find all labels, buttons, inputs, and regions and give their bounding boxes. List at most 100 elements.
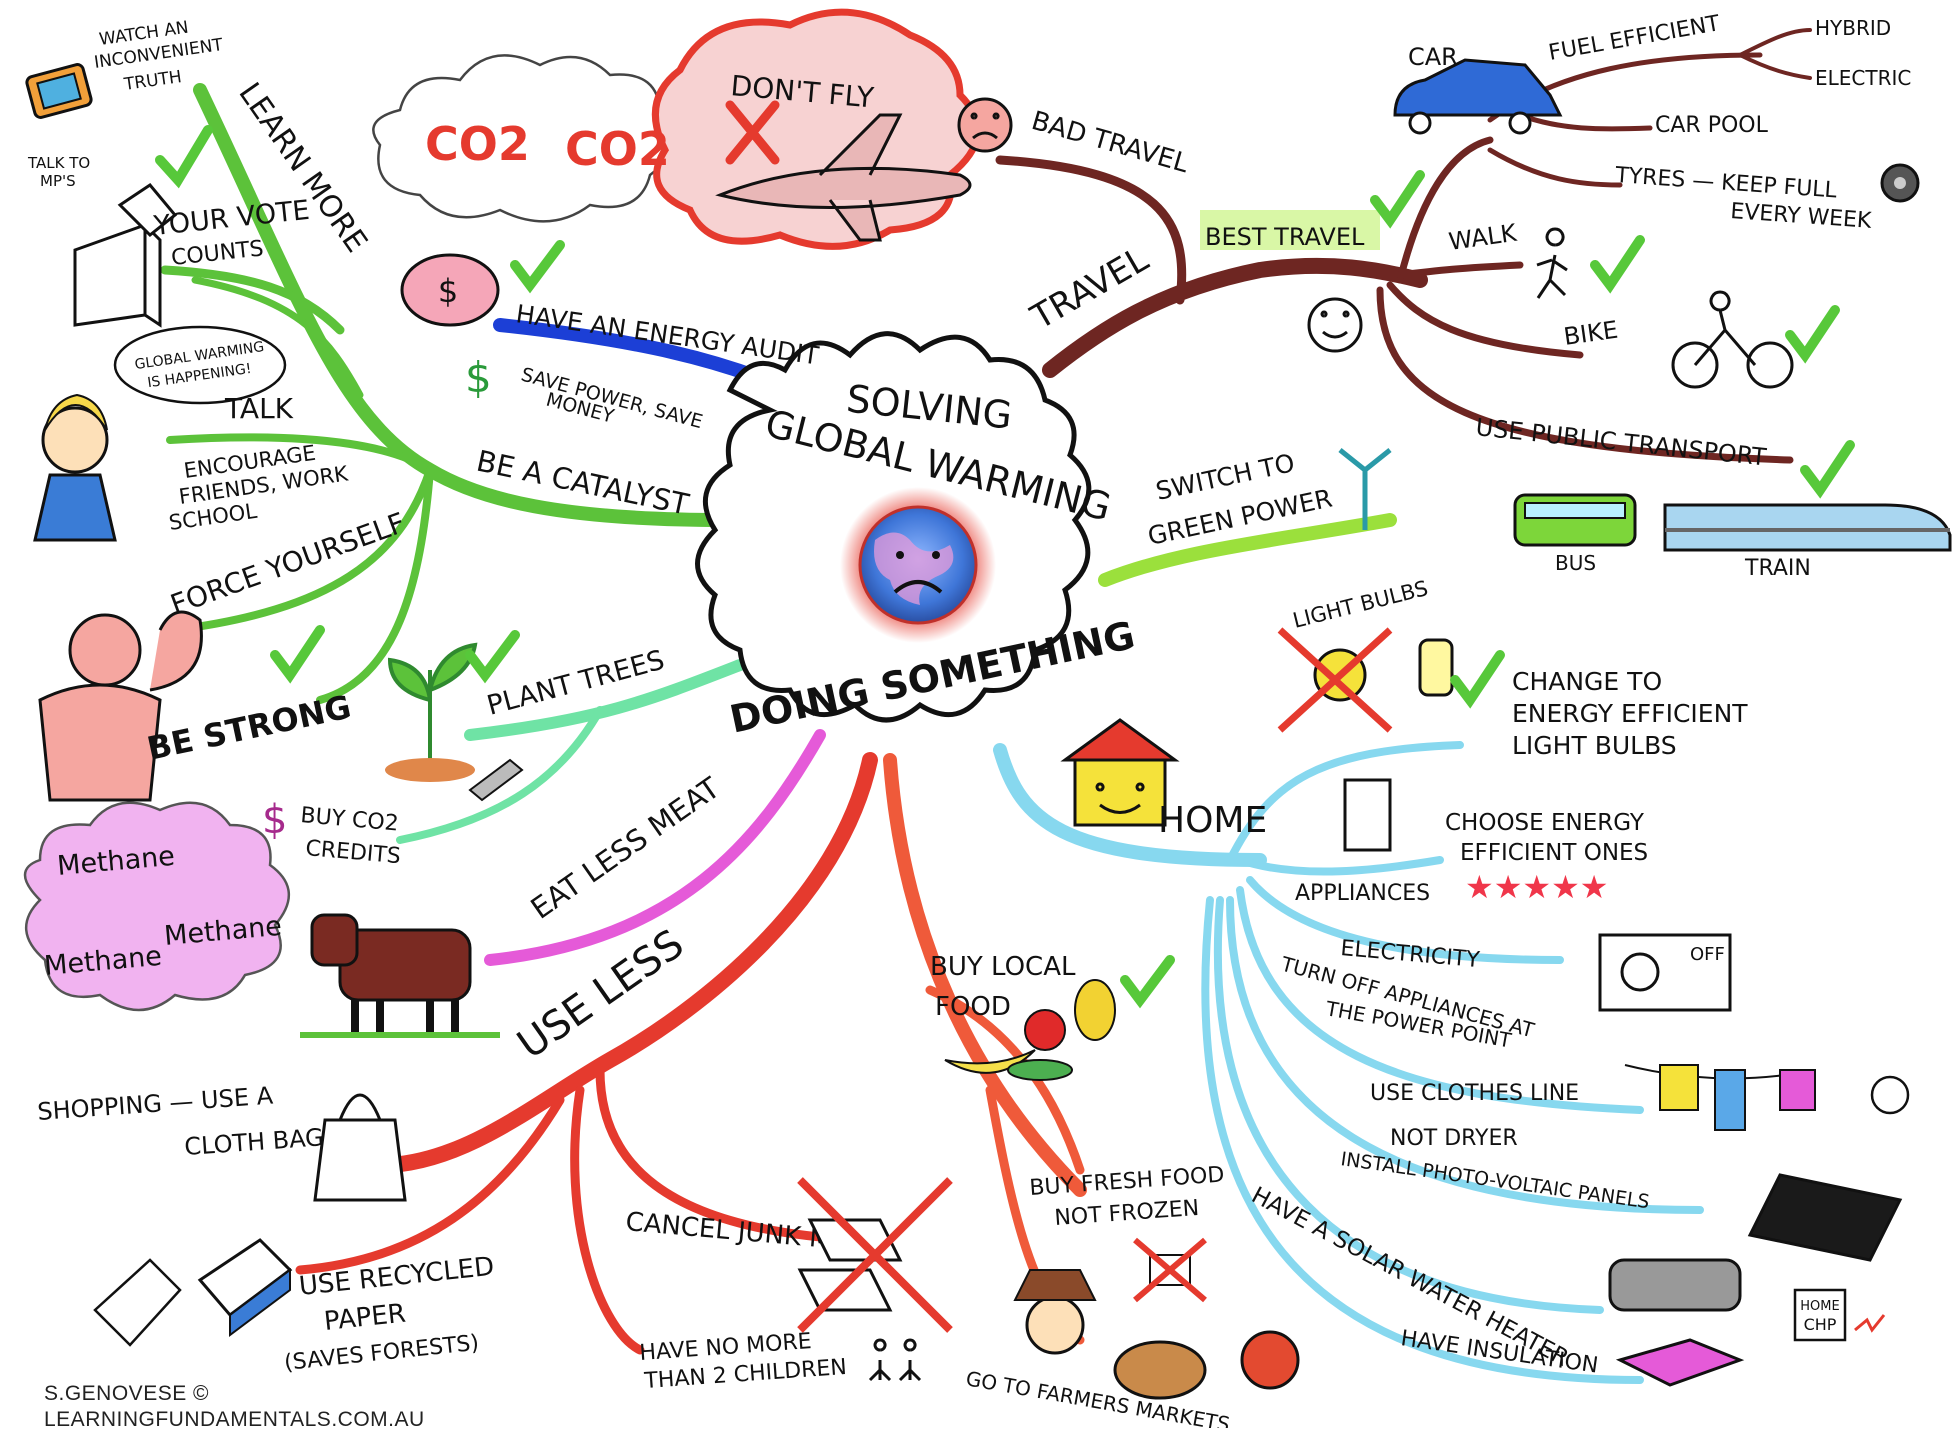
checkmark-icon-best bbox=[1370, 170, 1425, 229]
be-strong-label: BE STRONG bbox=[144, 688, 355, 768]
car-wheel-front bbox=[1408, 111, 1432, 135]
car-pool-label: CAR POOL bbox=[1655, 113, 1769, 138]
earth-eye-left bbox=[896, 551, 904, 559]
bicycle-icon bbox=[1693, 290, 1757, 366]
power-off-label: OFF bbox=[1690, 944, 1725, 965]
shopping-line2: CLOTH BAG bbox=[183, 1123, 324, 1161]
catalyst-talk-branch bbox=[166, 433, 434, 474]
earth-land-shape bbox=[874, 532, 954, 605]
ballot-paper bbox=[117, 183, 178, 238]
recycled-line2: PAPER bbox=[323, 1299, 408, 1337]
travel-tyres-branch bbox=[1487, 147, 1623, 188]
chp-line1: HOME bbox=[1800, 1299, 1839, 1314]
shirt-yellow bbox=[1659, 1064, 1699, 1111]
piggy-dollar: $ bbox=[438, 272, 458, 310]
co2-credits-branch bbox=[396, 706, 604, 844]
electricity-label: ELECTRICITY bbox=[1339, 936, 1481, 973]
travel-hybrid-branch bbox=[1738, 28, 1812, 57]
use-less-paper-branch bbox=[295, 1095, 565, 1275]
person-head-icon bbox=[41, 406, 109, 474]
grass-highlight bbox=[1200, 210, 1380, 250]
plant-trees-section: PLANT TREES $ BUY CO2 CREDITS bbox=[262, 630, 668, 869]
banana-icon bbox=[944, 1049, 1036, 1074]
checkmark-icon-strong bbox=[270, 625, 325, 684]
best-travel-label: BEST TRAVEL bbox=[1205, 223, 1365, 251]
recycled-paper-edge bbox=[229, 1268, 291, 1337]
travel-carpool-branch bbox=[1517, 112, 1653, 132]
home-trunk bbox=[993, 743, 1267, 867]
home-section: HOME LIGHT BULBS CHANGE TO ENERGY EFFICI… bbox=[1060, 576, 1910, 1387]
sad-face-icon bbox=[957, 97, 1013, 153]
insulation-icon bbox=[1615, 1338, 1745, 1387]
smiley-face-icon bbox=[1307, 297, 1363, 353]
watch-truth-line3: TRUTH bbox=[122, 67, 183, 95]
efficient-bulb-icon bbox=[1418, 638, 1454, 697]
use-less-children-branch bbox=[570, 1085, 645, 1355]
clothes-line1: USE CLOTHES LINE bbox=[1370, 1081, 1579, 1106]
your-vote-line1: YOUR VOTE bbox=[151, 195, 311, 242]
use-less-trunk bbox=[382, 752, 878, 1173]
talk-label: TALK bbox=[224, 392, 294, 425]
co2-label-1: CO2 bbox=[425, 117, 530, 171]
bike-wheel-back bbox=[1746, 341, 1794, 389]
dont-fly-cloud bbox=[651, 8, 982, 250]
walking-figure-icon bbox=[1536, 227, 1568, 299]
solar-panel-icon bbox=[1747, 1173, 1903, 1262]
checkmark-icon-bike bbox=[1785, 305, 1840, 364]
cow-head bbox=[310, 913, 359, 967]
energy-rating-stars: ★★★★★ bbox=[1465, 868, 1608, 906]
cow-legs bbox=[351, 1000, 459, 1035]
travel-label: TRAVEL bbox=[1024, 239, 1156, 338]
food-trunk bbox=[883, 753, 1087, 1197]
strong-man-arm bbox=[149, 610, 203, 692]
eat-less-meat-label: EAT LESS MEAT bbox=[525, 770, 727, 925]
shopping-line1: SHOPPING — USE A bbox=[36, 1082, 274, 1126]
tomato-icon bbox=[1240, 1330, 1300, 1390]
home-clothes-branch bbox=[1236, 886, 1644, 1114]
checkmark-icon-walk bbox=[1590, 235, 1645, 294]
catalyst-strong-branch bbox=[316, 466, 434, 704]
home-bulbs-branch bbox=[1226, 741, 1464, 864]
car-icon bbox=[1393, 58, 1563, 117]
house-smile bbox=[1095, 782, 1145, 814]
seedling-icon bbox=[387, 642, 478, 760]
tyres-line1: TYRES — KEEP FULL bbox=[1614, 163, 1839, 204]
credits-dollar-icon: $ bbox=[262, 797, 287, 843]
shirt-pink bbox=[1779, 1069, 1816, 1111]
talk-mps-line1: TALK TO bbox=[27, 154, 90, 172]
pants-blue bbox=[1714, 1069, 1746, 1131]
soil-mound bbox=[385, 758, 475, 782]
frozen-cross-icon bbox=[1133, 1237, 1207, 1303]
methane-cloud bbox=[23, 801, 291, 1012]
catalyst-force-branch bbox=[171, 466, 434, 634]
ballot-box-icon bbox=[73, 222, 162, 328]
buy-co2-line2: CREDITS bbox=[304, 836, 401, 869]
checkmark-icon-public bbox=[1800, 440, 1855, 499]
home-pv-branch bbox=[1226, 896, 1704, 1214]
travel-car-branch bbox=[1396, 136, 1494, 284]
person-body bbox=[33, 473, 117, 542]
farmer-hat bbox=[1013, 1269, 1097, 1301]
home-label: HOME bbox=[1158, 800, 1267, 841]
paper-sheet-icon bbox=[93, 1258, 182, 1347]
smog-cloud bbox=[372, 54, 675, 223]
fresh-line2: NOT FROZEN bbox=[1054, 1196, 1200, 1231]
junk-mail-cross-icon bbox=[797, 1177, 953, 1333]
trowel-icon bbox=[468, 758, 524, 802]
tyre-hub bbox=[1894, 177, 1906, 189]
recycled-line3: (SAVES FORESTS) bbox=[283, 1331, 480, 1376]
clothes-line2: NOT DRYER bbox=[1390, 1126, 1518, 1151]
audit-dollar-icon: $ bbox=[465, 353, 492, 402]
plant-trees-branch bbox=[464, 659, 746, 741]
use-less-label: USE LESS bbox=[509, 921, 692, 1068]
piggy-bank-icon bbox=[400, 253, 500, 327]
junk-mail-icon bbox=[797, 1218, 903, 1312]
train-icon bbox=[1663, 503, 1952, 552]
recycled-line1: USE RECYCLED bbox=[298, 1252, 496, 1302]
vegetable-icon bbox=[1007, 1059, 1073, 1081]
home-electricity-branch bbox=[1246, 876, 1564, 964]
fridge-icon bbox=[1343, 778, 1392, 852]
earth-frown bbox=[893, 580, 943, 594]
